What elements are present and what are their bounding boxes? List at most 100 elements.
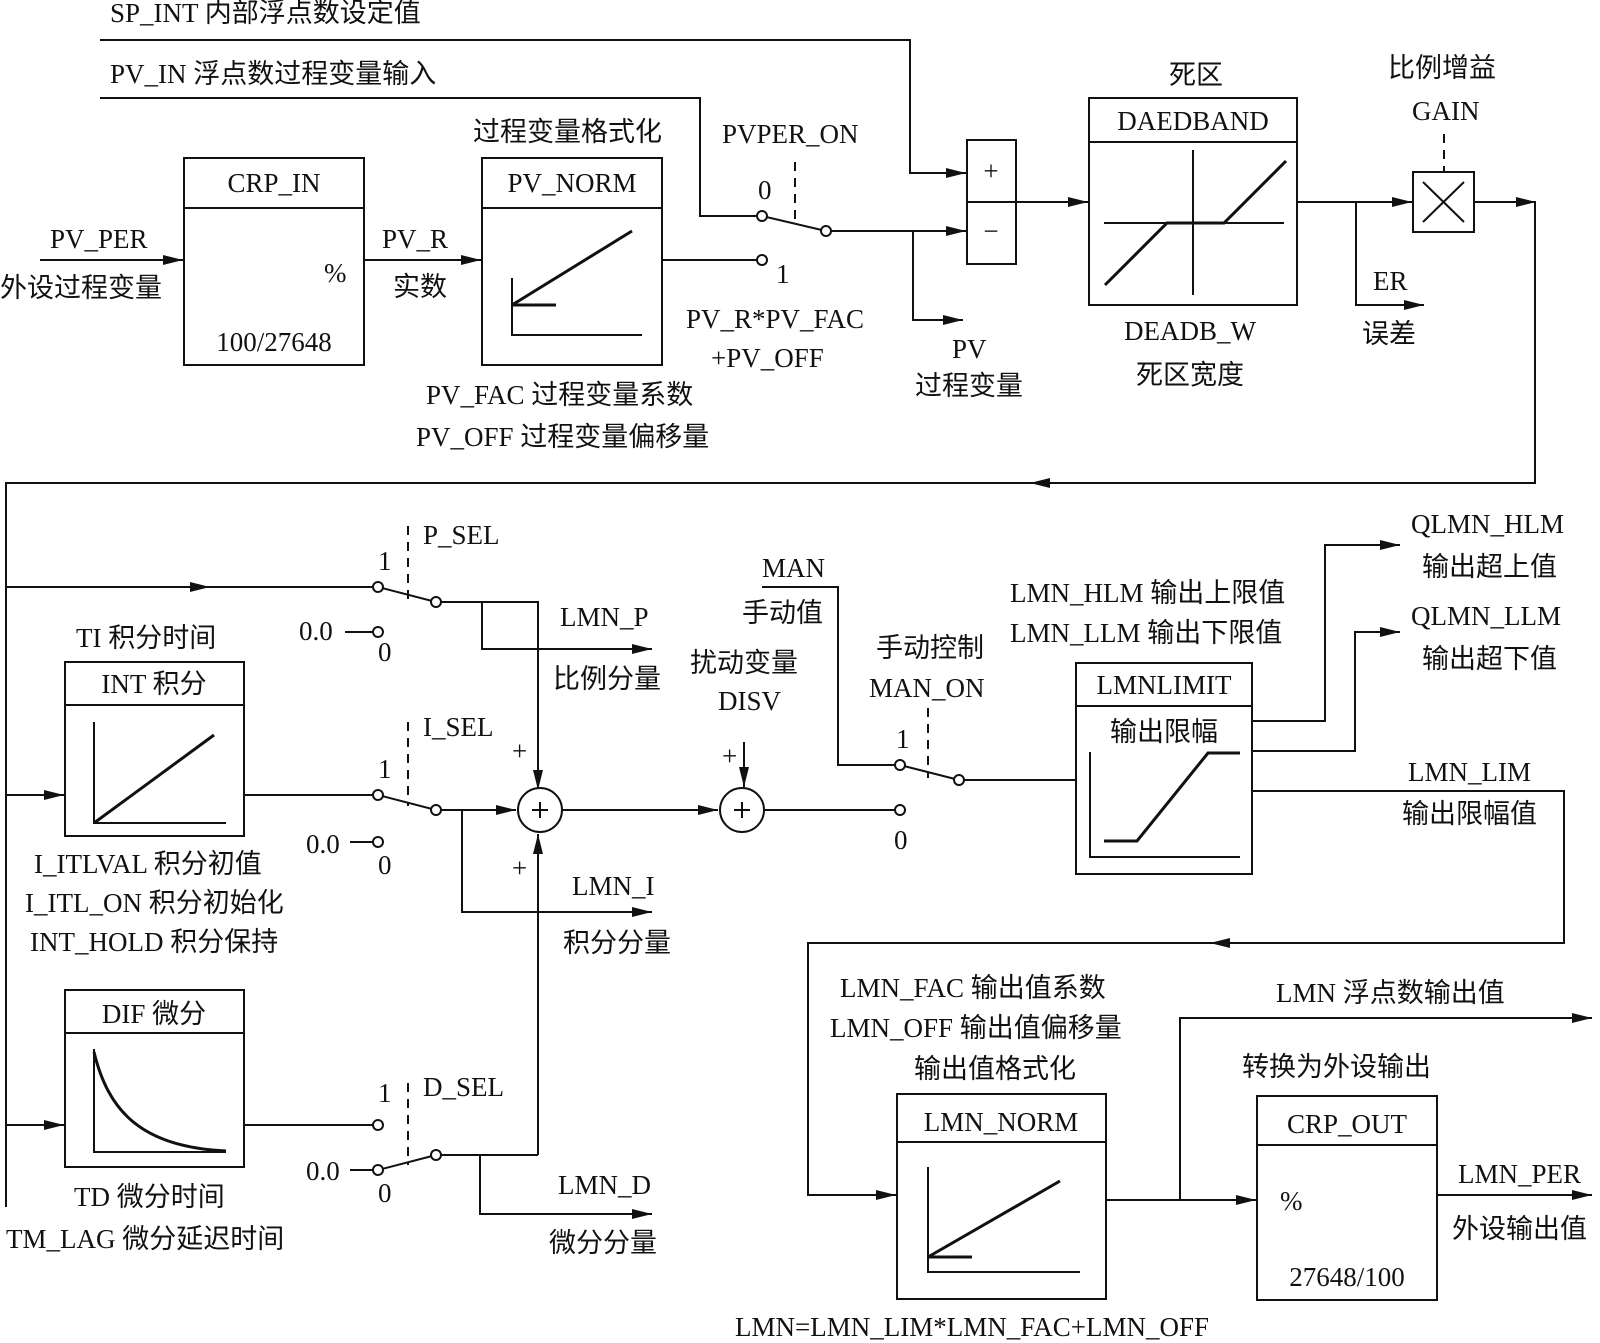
lmn-fac-label: LMN_FAC 输出值系数 [840,973,1106,1003]
qlmn-hlm-line [1252,540,1400,722]
qlmn-llm-desc: 输出超下值 [1422,644,1557,674]
er-desc: 误差 [1362,319,1416,349]
lmn-output-line [1179,1013,1592,1200]
svg-text:1: 1 [378,546,392,576]
qlmn-hlm-desc: 输出超上值 [1422,552,1557,582]
crp-out-percent: % [1280,1186,1303,1216]
svg-text:0: 0 [378,637,392,667]
output-section: LMN_FAC 输出值系数 LMN_OFF 输出值偏移量 输出值格式化 LMN_… [735,973,1592,1342]
pvper-on-label: PVPER_ON [722,119,859,149]
crp-in-percent: % [324,258,347,288]
man-label: MAN [762,553,825,583]
pvper-on-1: 1 [776,259,790,289]
input-section: SP_INT 内部浮点数设定值 PV_IN 浮点数过程变量输入 PV_PER 外… [0,0,1536,1207]
pv-fac-label: PV_FAC 过程变量系数 [426,380,693,410]
lmn-i-label: LMN_I [572,871,655,901]
pv-per-label: PV_PER [50,224,148,254]
svg-text:0.0: 0.0 [299,616,333,646]
svg-text:+: + [512,853,527,883]
sp-int-label: SP_INT 内部浮点数设定值 [110,0,421,28]
man-desc: 手动值 [742,598,823,628]
crp-out-block: CRP_OUT % 27648/100 [1256,1095,1438,1301]
disv-label: 扰动变量 [690,648,798,678]
deadband-title: DAEDBAND [1117,106,1269,136]
pv-norm-caption: 过程变量格式化 [473,117,662,147]
lmnlimit-title: LMNLIMIT [1097,670,1232,700]
lmn-d-branch [479,1155,652,1219]
deadband-caption: 死区 [1169,60,1223,90]
man-line [762,586,895,766]
disv-summer: + [719,741,765,833]
p-sel-label: P_SEL [423,520,500,550]
pv-per-desc: 外设过程变量 [0,273,162,303]
lmn-norm-title: LMN_NORM [924,1107,1079,1137]
crp-out-title: CRP_OUT [1287,1109,1408,1139]
gain-caption: 比例增益 [1388,53,1496,83]
qlmn-llm-line [1252,627,1400,752]
lmn-i-branch [461,810,652,917]
disv-name: DISV [718,686,782,716]
i-itl-on-label: I_ITL_ON 积分初始化 [25,888,284,918]
d-sel-switch: D_SEL 1 0.0 0 [306,1072,504,1208]
lmn-per-label: LMN_PER [1458,1159,1581,1189]
error-summer: + − [966,139,1017,265]
gain-multiplier [1412,171,1475,233]
lmn-norm-caption: 输出值格式化 [914,1054,1076,1084]
pv-branch [912,231,963,325]
pv-norm-title: PV_NORM [507,168,636,198]
svg-text:0: 0 [378,1178,392,1208]
int-curve [93,733,215,825]
qlmn-llm-label: QLMN_LLM [1411,601,1561,631]
p-out-line [441,601,543,790]
svg-text:1: 1 [378,754,392,784]
er-branch [1355,202,1424,310]
lmn-hlm-label: LMN_HLM 输出上限值 [1010,578,1285,608]
tm-lag-label: TM_LAG 微分延迟时间 [6,1224,284,1254]
i-sel-label: I_SEL [423,712,494,742]
summer-plus: + [983,156,998,186]
switch-blade [761,215,827,232]
lmn-label: LMN 浮点数输出值 [1276,978,1505,1008]
lmn-llm-label: LMN_LLM 输出下限值 [1010,618,1282,648]
pv-label: PV [952,334,987,364]
summer-minus: − [983,216,998,246]
crp-in-ratio: 100/27648 [216,327,332,357]
qlmn-hlm-label: QLMN_HLM [1411,509,1564,539]
lmnlimit-curve [1104,751,1240,843]
dif-title: DIF 微分 [102,999,206,1029]
i-itlval-label: I_ITLVAL 积分初值 [34,849,262,879]
lmn-lim-line [1200,790,1565,944]
int-block: INT 积分 [64,661,245,837]
lmn-norm-block: LMN_NORM [896,1093,1107,1300]
d-sel-label: D_SEL [423,1072,504,1102]
pv-in-line [100,97,756,217]
sp-int-line [100,39,966,178]
svg-text:0: 0 [894,825,908,855]
int-hold-label: INT_HOLD 积分保持 [30,927,278,957]
svg-text:+: + [722,741,737,771]
pid-summer: + + [512,736,563,883]
int-title: INT 积分 [101,669,206,699]
pid-section: P_SEL 1 0.0 0 LMN_P 比例分量 TI 积分时间 INT 积分 … [6,509,1565,1258]
pv-desc: 过程变量 [915,371,1023,401]
lmn-d-label: LMN_D [558,1170,651,1200]
svg-text:0.0: 0.0 [306,829,340,859]
man-ctrl-label: 手动控制 [876,633,984,663]
ti-caption: TI 积分时间 [76,623,216,653]
svg-text:0.0: 0.0 [306,1156,340,1186]
pvper-on-0: 0 [758,175,772,205]
error-return-line [1030,202,1536,484]
man-on-label: MAN_ON [869,673,985,703]
lmn-off-label: LMN_OFF 输出值偏移量 [830,1013,1122,1043]
pv-r-label: PV_R [382,224,448,254]
lmnlimit-desc: 输出限幅 [1110,717,1218,747]
lmn-i-desc: 积分分量 [563,928,671,958]
gain-label: GAIN [1412,96,1480,126]
i-sel-switch: I_SEL 1 0.0 0 [306,712,494,880]
lmn-d-desc: 微分分量 [549,1228,657,1258]
svg-text:0: 0 [378,850,392,880]
pv-norm-axes [511,278,642,336]
man-on-switch: 1 0 [894,708,965,855]
deadb-w-label: DEADB_W [1124,316,1256,346]
pv-off-label: PV_OFF 过程变量偏移量 [416,422,709,452]
